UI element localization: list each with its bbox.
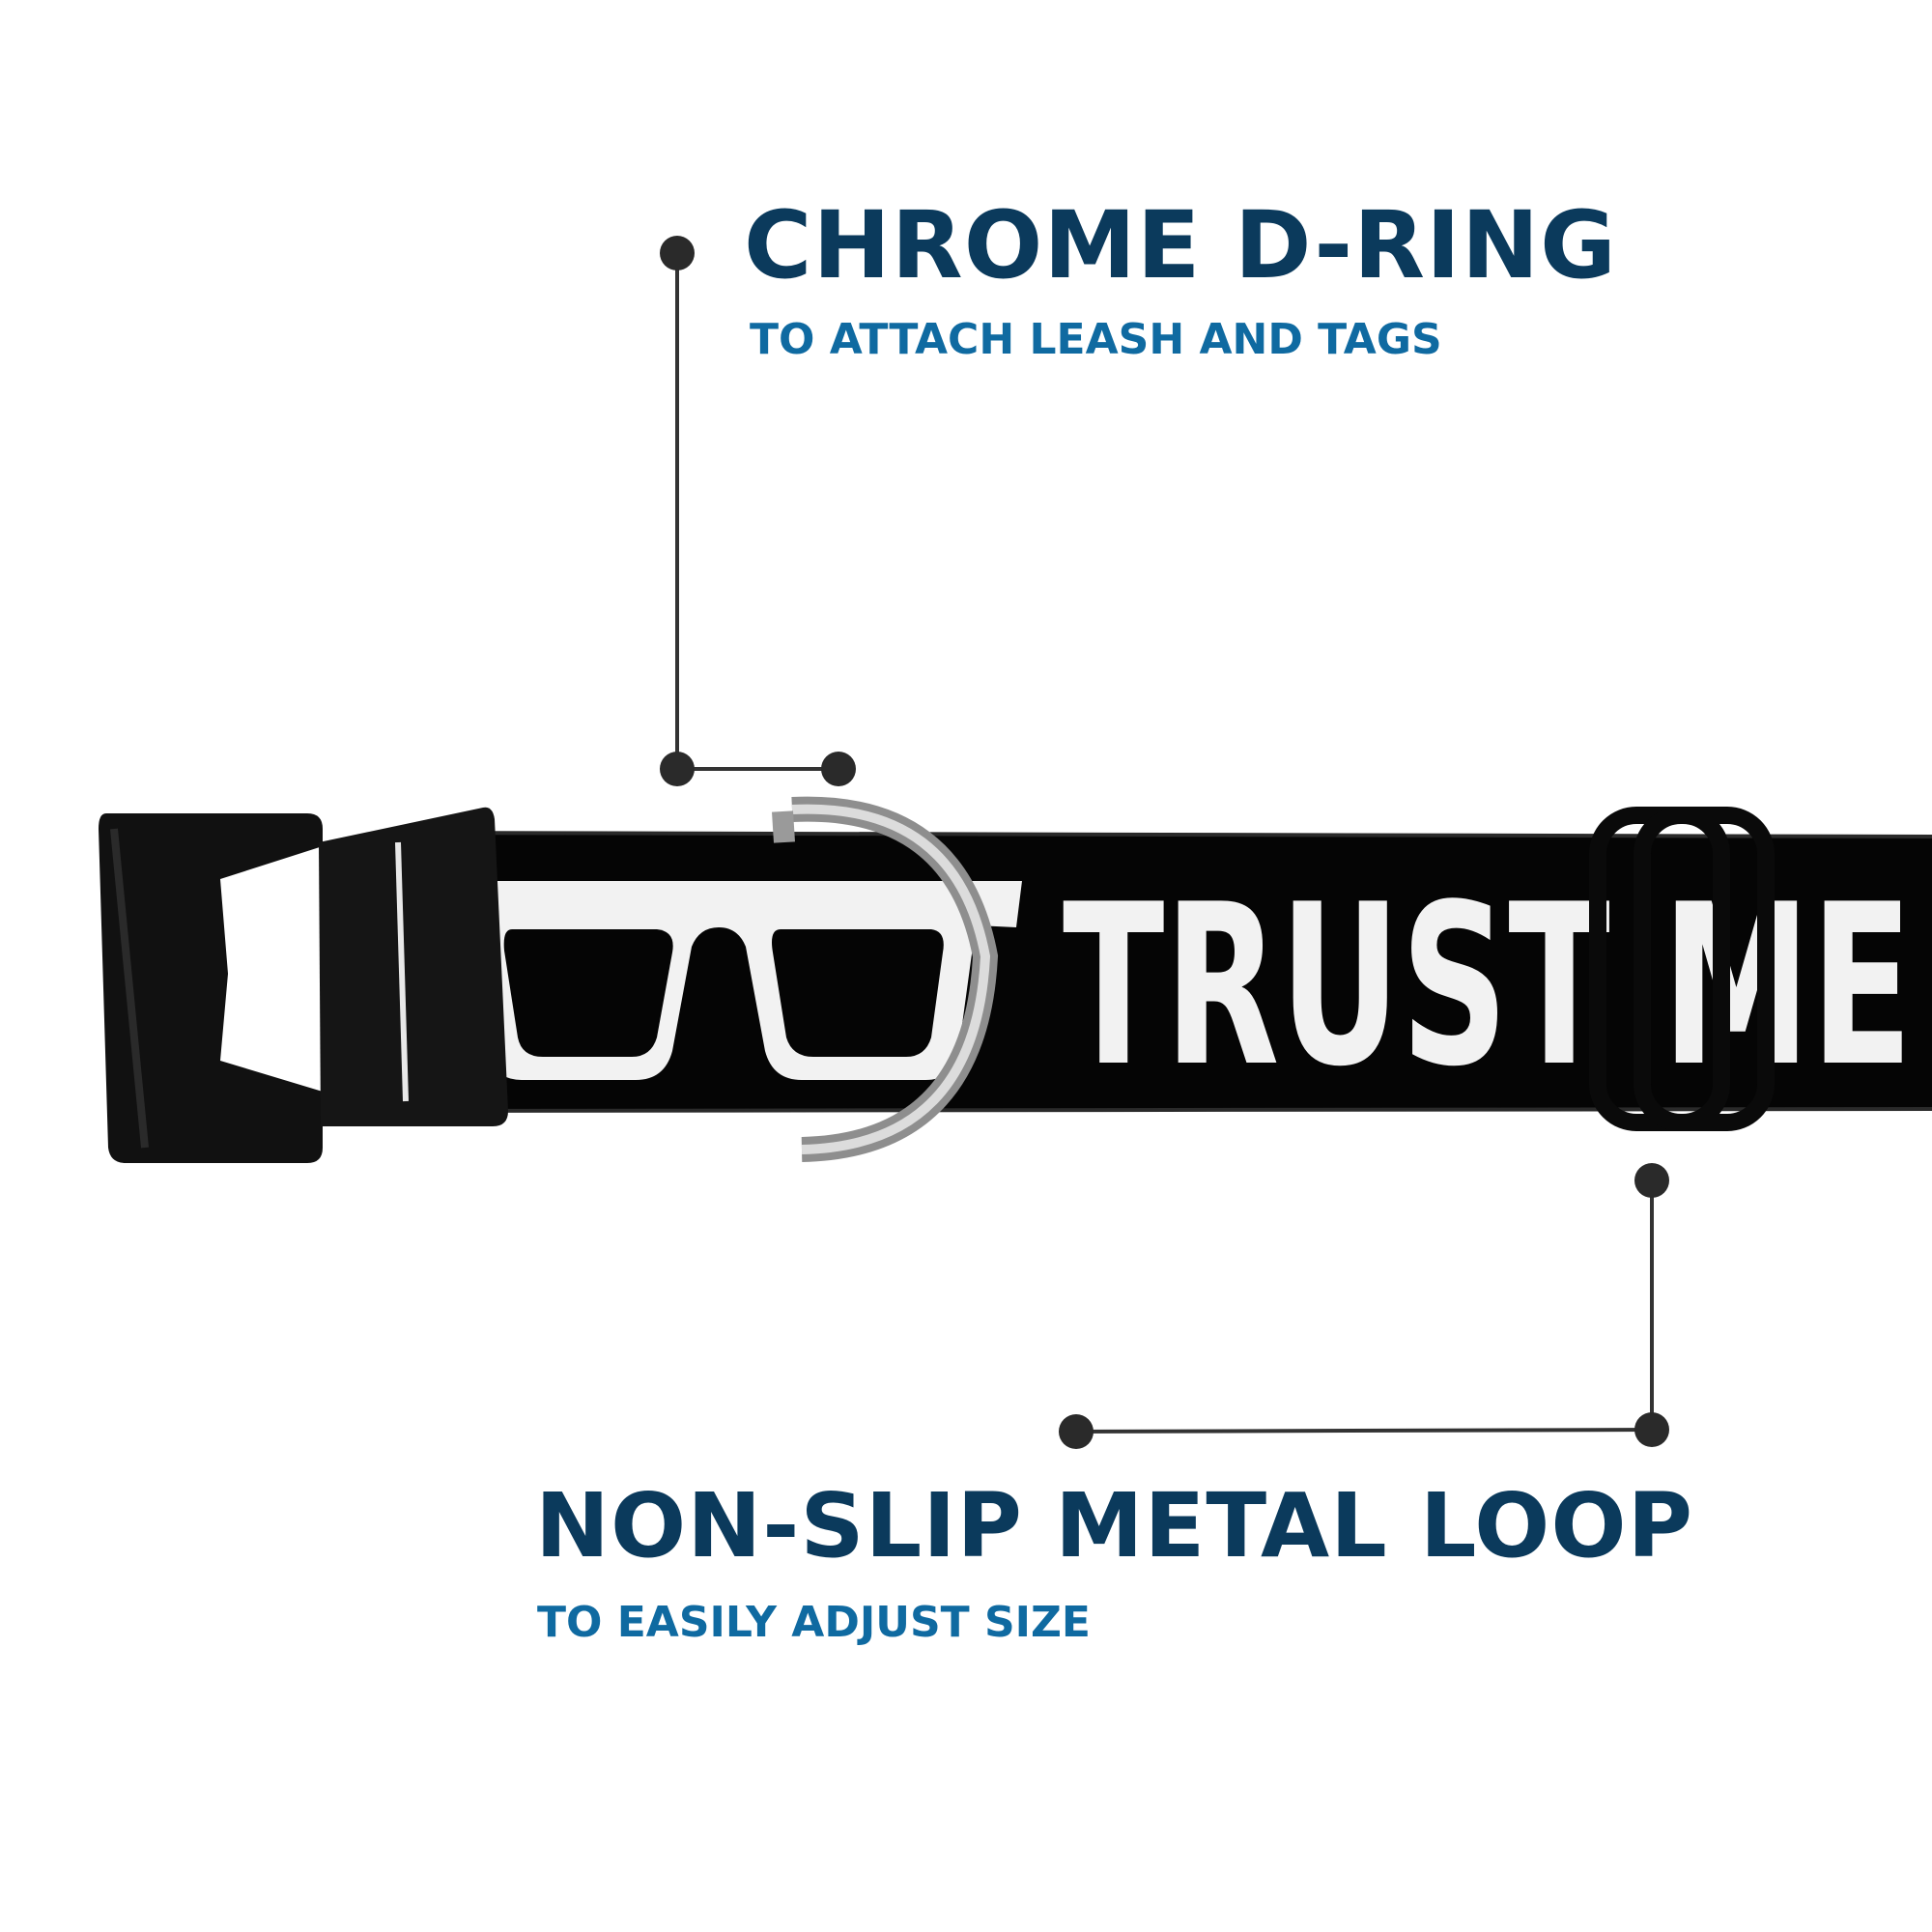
d-ring-title: CHROME D-RING <box>744 191 1617 299</box>
metal-loop-subtitle: TO EASILY ADJUST SIZE <box>537 1598 1091 1647</box>
d-ring-leader-line <box>660 236 856 786</box>
metal-loop-title: NON-SLIP METAL LOOP <box>535 1474 1694 1577</box>
buckle <box>99 807 508 1163</box>
sunglasses-icon <box>410 881 1022 1080</box>
d-ring-subtitle: TO ATTACH LEASH AND TAGS <box>750 315 1442 364</box>
d-ring <box>772 796 999 1162</box>
slider-loop <box>1589 807 1775 1131</box>
collar-print-text: TRUST ME <box>1063 858 1913 1116</box>
metal-loop-leader-line <box>1059 1163 1669 1449</box>
